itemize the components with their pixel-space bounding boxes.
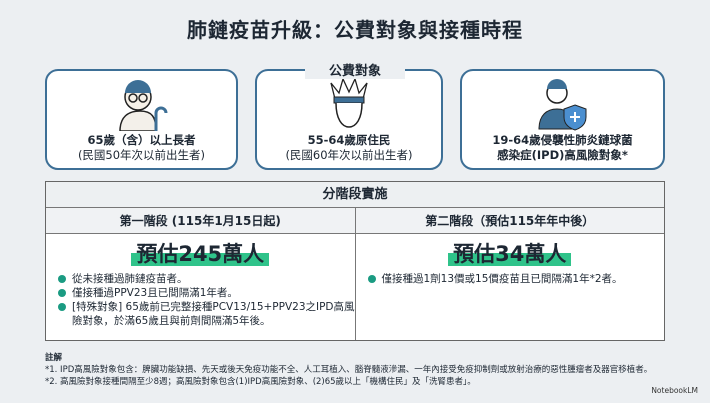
phase-table: 分階段實施 第一階段 (115年1月15日起) 預估245萬人 從未接種過肺鏈疫… <box>45 181 665 341</box>
eligible-label: 公費對象 <box>305 60 405 79</box>
phase-estimate: 預估34萬人 <box>448 242 572 266</box>
phase-estimate: 預估245萬人 <box>131 242 270 266</box>
phase-title: 第二階段（預估115年年中後） <box>355 208 664 234</box>
list-item: 僅接種過1劑13價或15價疫苗且已間隔滿1年*2者。 <box>367 272 665 286</box>
card-line2: (民國50年次以前出生者) <box>77 148 206 162</box>
phase-2: 第二階段（預估115年年中後） 預估34萬人 僅接種過1劑13價或15價疫苗且已… <box>354 208 665 340</box>
brand-watermark: NotebookLM <box>651 386 698 395</box>
card-line2: 感染症(IPD)高風險對象* <box>497 148 628 162</box>
list-item: 僅接種過PPV23且已間隔滿1年者。 <box>58 286 355 300</box>
card-line1: 65歲（含）以上長者 <box>87 133 196 147</box>
elderly-icon <box>118 80 167 131</box>
card-line1: 55-64歲原住民 <box>307 133 391 147</box>
page-title: 肺鏈疫苗升級：公費對象與接種時程 <box>187 18 523 42</box>
phase-header: 分階段實施 <box>46 182 664 208</box>
card-line2: (民國60年次以前出生者) <box>285 148 413 162</box>
indigenous-person-icon <box>330 79 368 128</box>
phase-1: 第一階段 (115年1月15日起) 預估245萬人 從未接種過肺鏈疫苗者。 僅接… <box>46 208 355 340</box>
footnotes: 註解 *1. IPD高風險對象包含：脾臟功能缺損、先天或後天免疫功能不全、人工耳… <box>45 352 652 388</box>
notes-heading: 註解 <box>45 353 63 363</box>
note-line: *1. IPD高風險對象包含：脾臟功能缺損、先天或後天免疫功能不全、人工耳植入、… <box>45 365 653 375</box>
person-shield-icon <box>537 79 586 131</box>
card-line1: 19-64歲侵襲性肺炎鏈球菌 <box>492 133 633 147</box>
card-elderly: 65歲（含）以上長者 (民國50年次以前出生者) <box>45 69 238 170</box>
card-ipd: 19-64歲侵襲性肺炎鏈球菌 感染症(IPD)高風險對象* <box>460 69 665 170</box>
list-item: [特殊對象] 65歲前已完整接種PCV13/15+PPV23之IPD高風險對象，… <box>58 300 355 328</box>
note-line: *2. 高風險對象接種間隔至少8週；高風險對象包含(1)IPD高風險對象、(2)… <box>45 377 476 387</box>
card-indigenous: 55-64歲原住民 (民國60年次以前出生者) <box>255 69 443 170</box>
phase-title: 第一階段 (115年1月15日起) <box>46 208 355 234</box>
list-item: 從未接種過肺鏈疫苗者。 <box>58 272 355 286</box>
